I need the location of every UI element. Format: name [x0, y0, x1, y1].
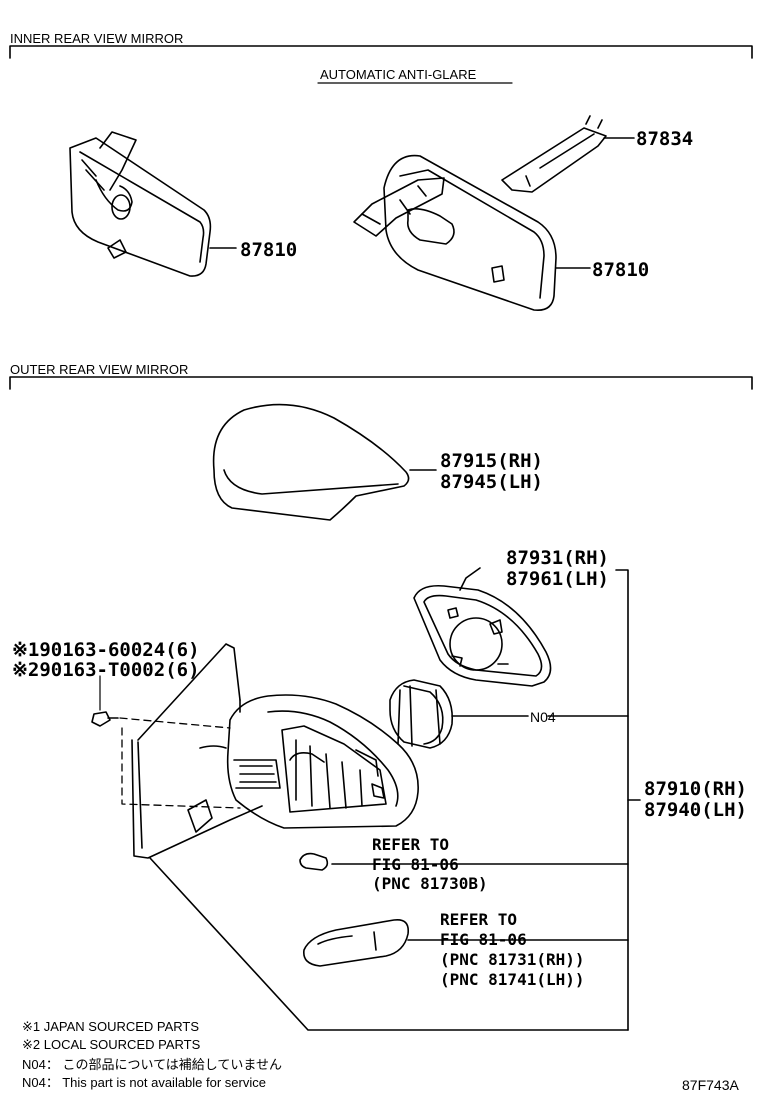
bulb-drawing [299, 852, 629, 871]
turn-lamp-drawing [303, 918, 629, 967]
callout-87810-auto: 87810 [592, 259, 649, 281]
outer-section-title: OUTER REAR VIEW MIRROR [10, 362, 188, 377]
note-n04-en: N04： This part is not available for serv… [22, 1075, 266, 1090]
assembly-bracket [149, 569, 641, 1031]
mirror-motor-drawing [389, 679, 529, 749]
inner-section-title: INNER REAR VIEW MIRROR [10, 31, 183, 46]
callout-assy-rh: 87910(RH) [644, 778, 747, 800]
mirror-housing-drawing [226, 694, 419, 829]
callout-glass-lh: 87961(LH) [506, 568, 609, 590]
outer-section-rule [9, 376, 753, 390]
callout-screw-2: ※290163-T0002(6) [12, 659, 200, 681]
callout-87810-std: 87810 [240, 239, 297, 261]
note-local: ※2 LOCAL SOURCED PARTS [22, 1037, 201, 1052]
refer-lamp-line1: REFER TO [372, 835, 449, 854]
callout-glass-rh: 87931(RH) [506, 547, 609, 569]
refer-lamp-line2: FIG 81-06 [372, 855, 459, 874]
refer-turn-line2: FIG 81-06 [440, 930, 527, 949]
mirror-cover-drawing [212, 403, 437, 521]
callout-screw-1: ※190163-60024(6) [12, 639, 200, 661]
mirror-base-drawing [131, 643, 263, 859]
refer-turn-line1: REFER TO [440, 910, 517, 929]
note-japan: ※1 JAPAN SOURCED PARTS [22, 1019, 199, 1034]
mirror-glass-drawing [413, 567, 552, 687]
callout-assy-lh: 87940(LH) [644, 799, 747, 821]
refer-lamp-line3: (PNC 81730B) [372, 874, 488, 893]
refer-turn-line3: (PNC 81731(RH)) [440, 950, 585, 969]
callout-cover-rh: 87915(RH) [440, 450, 543, 472]
callout-cover-lh: 87945(LH) [440, 471, 543, 493]
screw-drawing [91, 675, 119, 727]
note-n04-jp: N04： この部品については補給していません [22, 1057, 282, 1072]
callout-87834: 87834 [636, 128, 693, 150]
inner-mirror-drawing [69, 131, 237, 277]
refer-turn-line4: (PNC 81741(LH)) [440, 970, 585, 989]
anti-glare-label: AUTOMATIC ANTI-GLARE [320, 67, 477, 82]
figure-code: 87F743A [682, 1077, 739, 1093]
auto-mirror-drawing [353, 115, 635, 312]
inner-section-rule [9, 45, 753, 59]
callout-n04: N04 [530, 709, 556, 725]
